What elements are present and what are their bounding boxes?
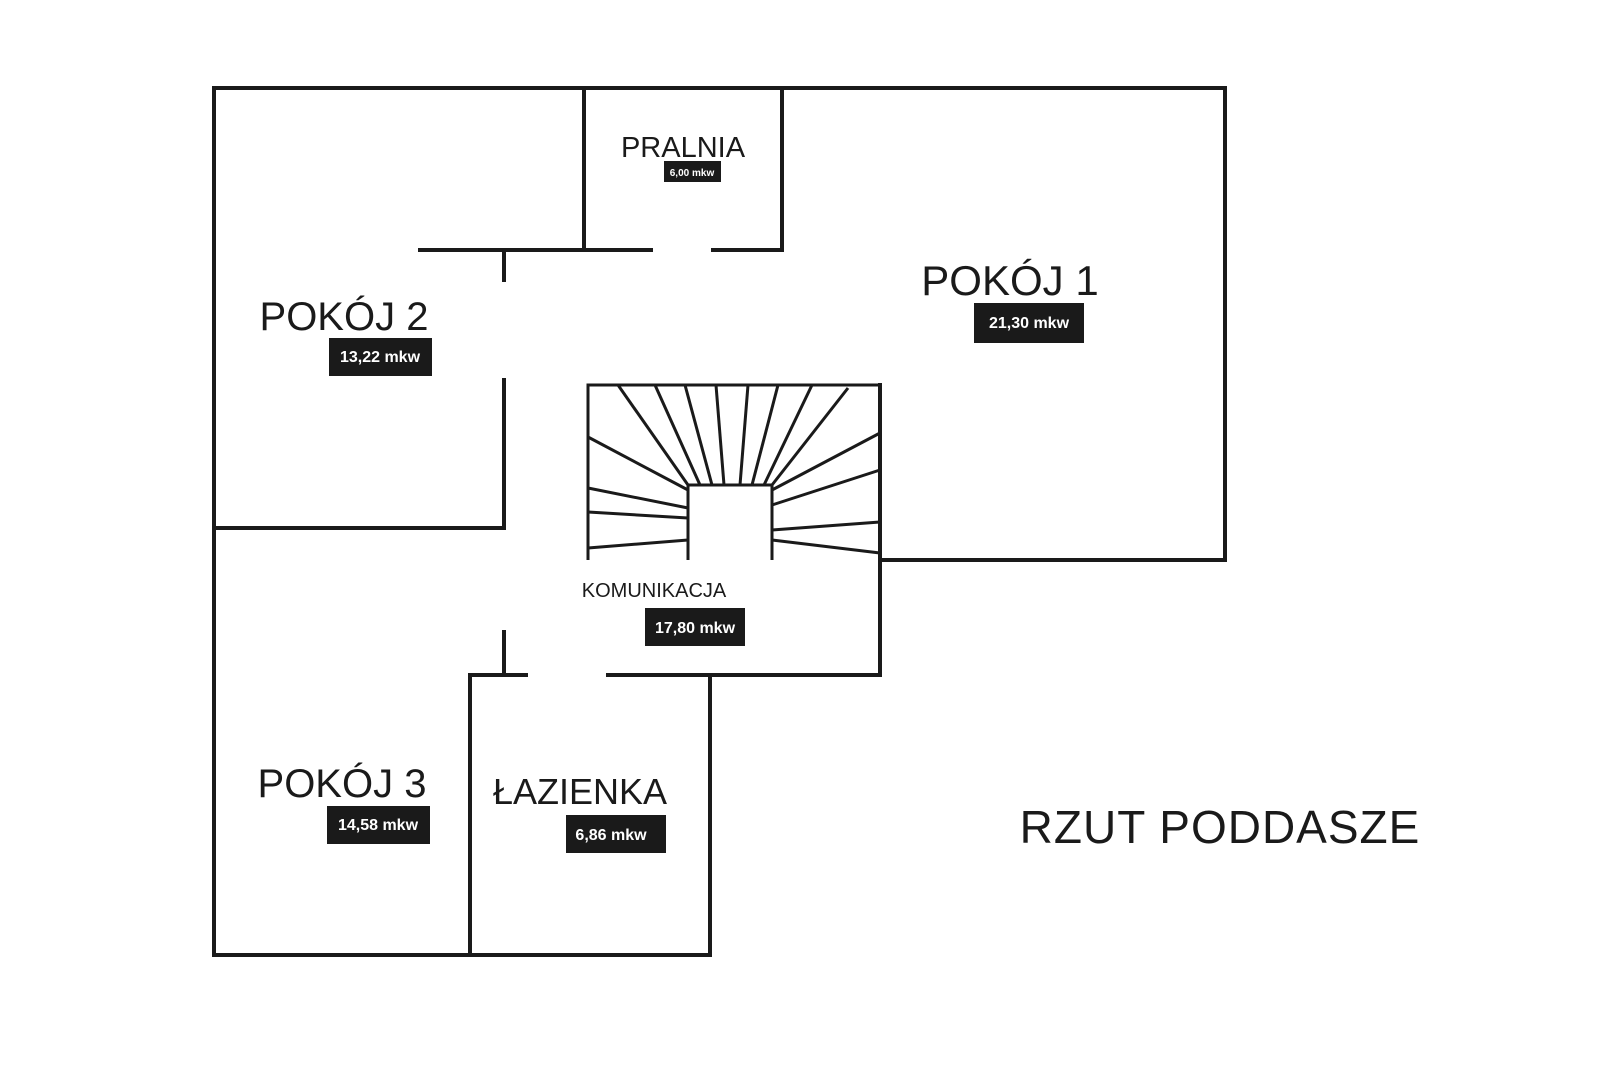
area-badge-komunikacja	[645, 608, 745, 646]
staircase-outline	[586, 383, 882, 560]
room-name-lazienka: ŁAZIENKA	[493, 771, 667, 812]
area-label-pokoj-1: 21,30 mkw	[989, 315, 1070, 332]
area-badge-pralnia	[664, 161, 721, 182]
area-badge-pokoj-1	[974, 303, 1084, 343]
area-label-lazienka: 6,86 mkw	[575, 827, 647, 844]
walls	[212, 86, 1227, 957]
room-name-pokoj-2: POKÓJ 2	[260, 294, 429, 339]
room-name-pokoj-3: POKÓJ 3	[258, 761, 427, 806]
room-name-pokoj-1: POKÓJ 1	[921, 257, 1098, 304]
stair-steps	[587, 384, 881, 555]
pokoj2-wall	[212, 378, 506, 530]
outer-wall-top-right	[212, 86, 1227, 562]
area-badge-pokoj-3	[327, 806, 430, 844]
area-label-komunikacja: 17,80 mkw	[655, 620, 736, 637]
outer-wall-bottom	[212, 675, 712, 957]
area-label-pokoj-2: 13,22 mkw	[340, 349, 421, 366]
plan-title: RZUT PODDASZE	[1019, 801, 1421, 853]
area-label-pokoj-3: 14,58 mkw	[338, 817, 419, 834]
staircase	[586, 383, 882, 560]
room-name-komunikacja: KOMUNIKACJA	[582, 580, 727, 602]
area-label-pralnia: 6,00 mkw	[670, 168, 715, 179]
staircase-well	[686, 483, 774, 560]
area-badge-pokoj-2	[329, 338, 432, 376]
room-name-pralnia: PRALNIA	[621, 132, 746, 164]
area-badge-lazienka	[566, 815, 666, 853]
